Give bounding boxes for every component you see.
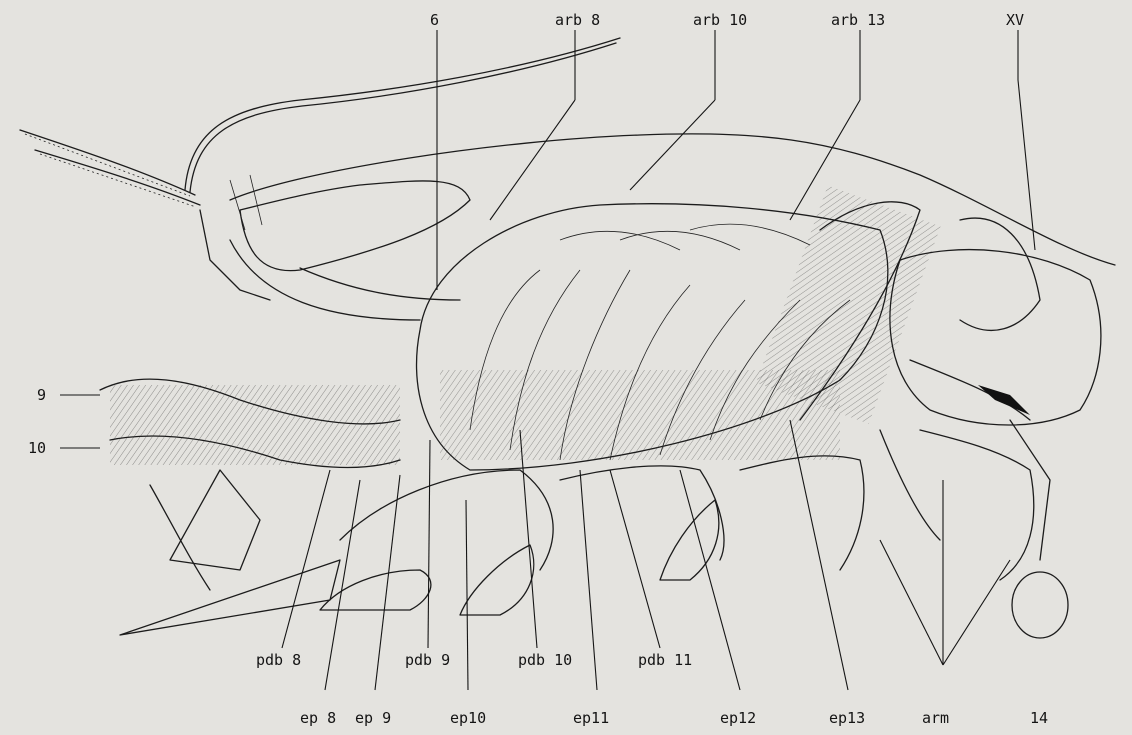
label-ep11: ep11: [573, 710, 609, 726]
label-pdb-8: pdb 8: [256, 652, 301, 668]
antenna-drawing: [20, 38, 620, 207]
label-xv: XV: [1006, 12, 1024, 28]
leg-bases-drawing: [320, 456, 864, 615]
label-pdb-11: pdb 11: [638, 652, 692, 668]
label-10: 10: [28, 440, 46, 456]
gills-drawing: [417, 186, 941, 470]
label-arb-8: arb 8: [555, 12, 600, 28]
label-pdb-9: pdb 9: [405, 652, 450, 668]
label-ep-8: ep 8: [300, 710, 336, 726]
label-ep-9: ep 9: [355, 710, 391, 726]
label-ep10: ep10: [450, 710, 486, 726]
label-arb-10: arb 10: [693, 12, 747, 28]
label-ep12: ep12: [720, 710, 756, 726]
label-arb-13: arb 13: [831, 12, 885, 28]
label-6: 6: [430, 12, 439, 28]
label-9: 9: [37, 387, 46, 403]
label-ep13: ep13: [829, 710, 865, 726]
label-14: 14: [1030, 710, 1048, 726]
carapace-drawing: [200, 134, 1115, 320]
label-arm: arm: [922, 710, 949, 726]
label-pdb-10: pdb 10: [518, 652, 572, 668]
